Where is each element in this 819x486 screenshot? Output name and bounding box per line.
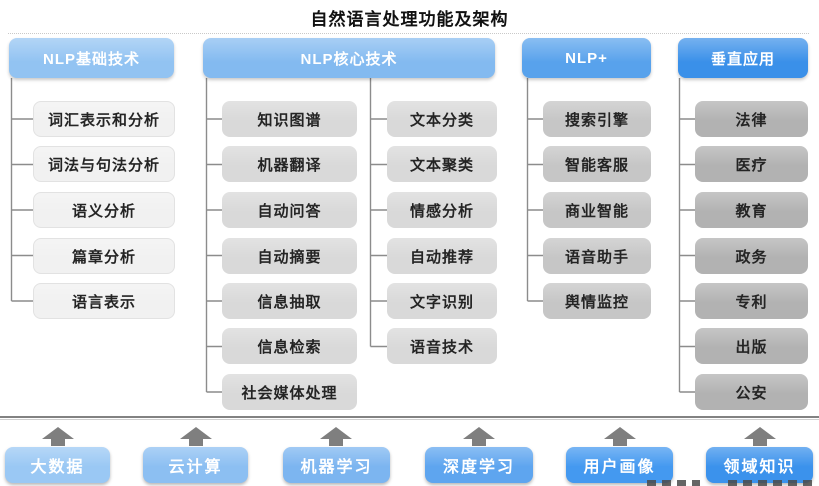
foundation-box: 领域知识 — [706, 447, 813, 483]
node-box: 搜索引擎 — [543, 101, 651, 137]
foundation-box: 深度学习 — [425, 447, 533, 483]
column-header-nlp-foundation-tech: NLP基础技术 — [9, 38, 174, 78]
node-box: 社会媒体处理 — [222, 374, 357, 410]
node-box: 公安 — [695, 374, 808, 410]
connector-line — [369, 78, 387, 348]
foundation-box: 机器学习 — [283, 447, 390, 483]
node-box: 教育 — [695, 192, 808, 228]
column-header-nlp-core-tech: NLP核心技术 — [203, 38, 495, 78]
node-box: 医疗 — [695, 146, 808, 182]
up-arrow-icon — [180, 427, 212, 446]
node-box: 政务 — [695, 238, 808, 274]
dotted-guide-line — [8, 33, 809, 34]
node-box: 篇章分析 — [33, 238, 175, 274]
up-arrow-icon — [604, 427, 636, 446]
node-box: 信息检索 — [222, 328, 357, 364]
foundation-box: 大数据 — [5, 447, 110, 483]
node-box: 语音技术 — [387, 328, 497, 364]
node-box: 商业智能 — [543, 192, 651, 228]
node-box: 文本聚类 — [387, 146, 497, 182]
foundation-box: 用户画像 — [566, 447, 673, 483]
node-box: 出版 — [695, 328, 808, 364]
connector-line — [526, 78, 543, 302]
node-box: 舆情监控 — [543, 283, 651, 319]
up-arrow-icon — [744, 427, 776, 446]
node-box: 情感分析 — [387, 192, 497, 228]
diagram-title: 自然语言处理功能及架构 — [310, 10, 509, 29]
up-arrow-icon — [463, 427, 495, 446]
node-box: 法律 — [695, 101, 808, 137]
node-box: 知识图谱 — [222, 101, 357, 137]
separator-line-shadow — [0, 419, 819, 420]
connector-line — [678, 78, 695, 393]
node-box: 专利 — [695, 283, 808, 319]
node-box: 自动推荐 — [387, 238, 497, 274]
watermark-fragment — [647, 480, 700, 486]
up-arrow-icon — [320, 427, 352, 446]
node-box: 语言表示 — [33, 283, 175, 319]
up-arrow-icon — [42, 427, 74, 446]
separator-line — [0, 416, 819, 418]
node-box: 语义分析 — [33, 192, 175, 228]
foundation-box: 云计算 — [143, 447, 248, 483]
connector-line — [10, 78, 33, 302]
watermark-fragment — [728, 480, 816, 486]
node-box: 词法与句法分析 — [33, 146, 175, 182]
connector-line — [205, 78, 222, 393]
node-box: 文字识别 — [387, 283, 497, 319]
node-box: 自动问答 — [222, 192, 357, 228]
node-box: 词汇表示和分析 — [33, 101, 175, 137]
node-box: 自动摘要 — [222, 238, 357, 274]
column-header-vertical-apps: 垂直应用 — [678, 38, 808, 78]
node-box: 语音助手 — [543, 238, 651, 274]
node-box: 信息抽取 — [222, 283, 357, 319]
node-box: 机器翻译 — [222, 146, 357, 182]
node-box: 文本分类 — [387, 101, 497, 137]
node-box: 智能客服 — [543, 146, 651, 182]
column-header-nlp-plus: NLP+ — [522, 38, 651, 78]
